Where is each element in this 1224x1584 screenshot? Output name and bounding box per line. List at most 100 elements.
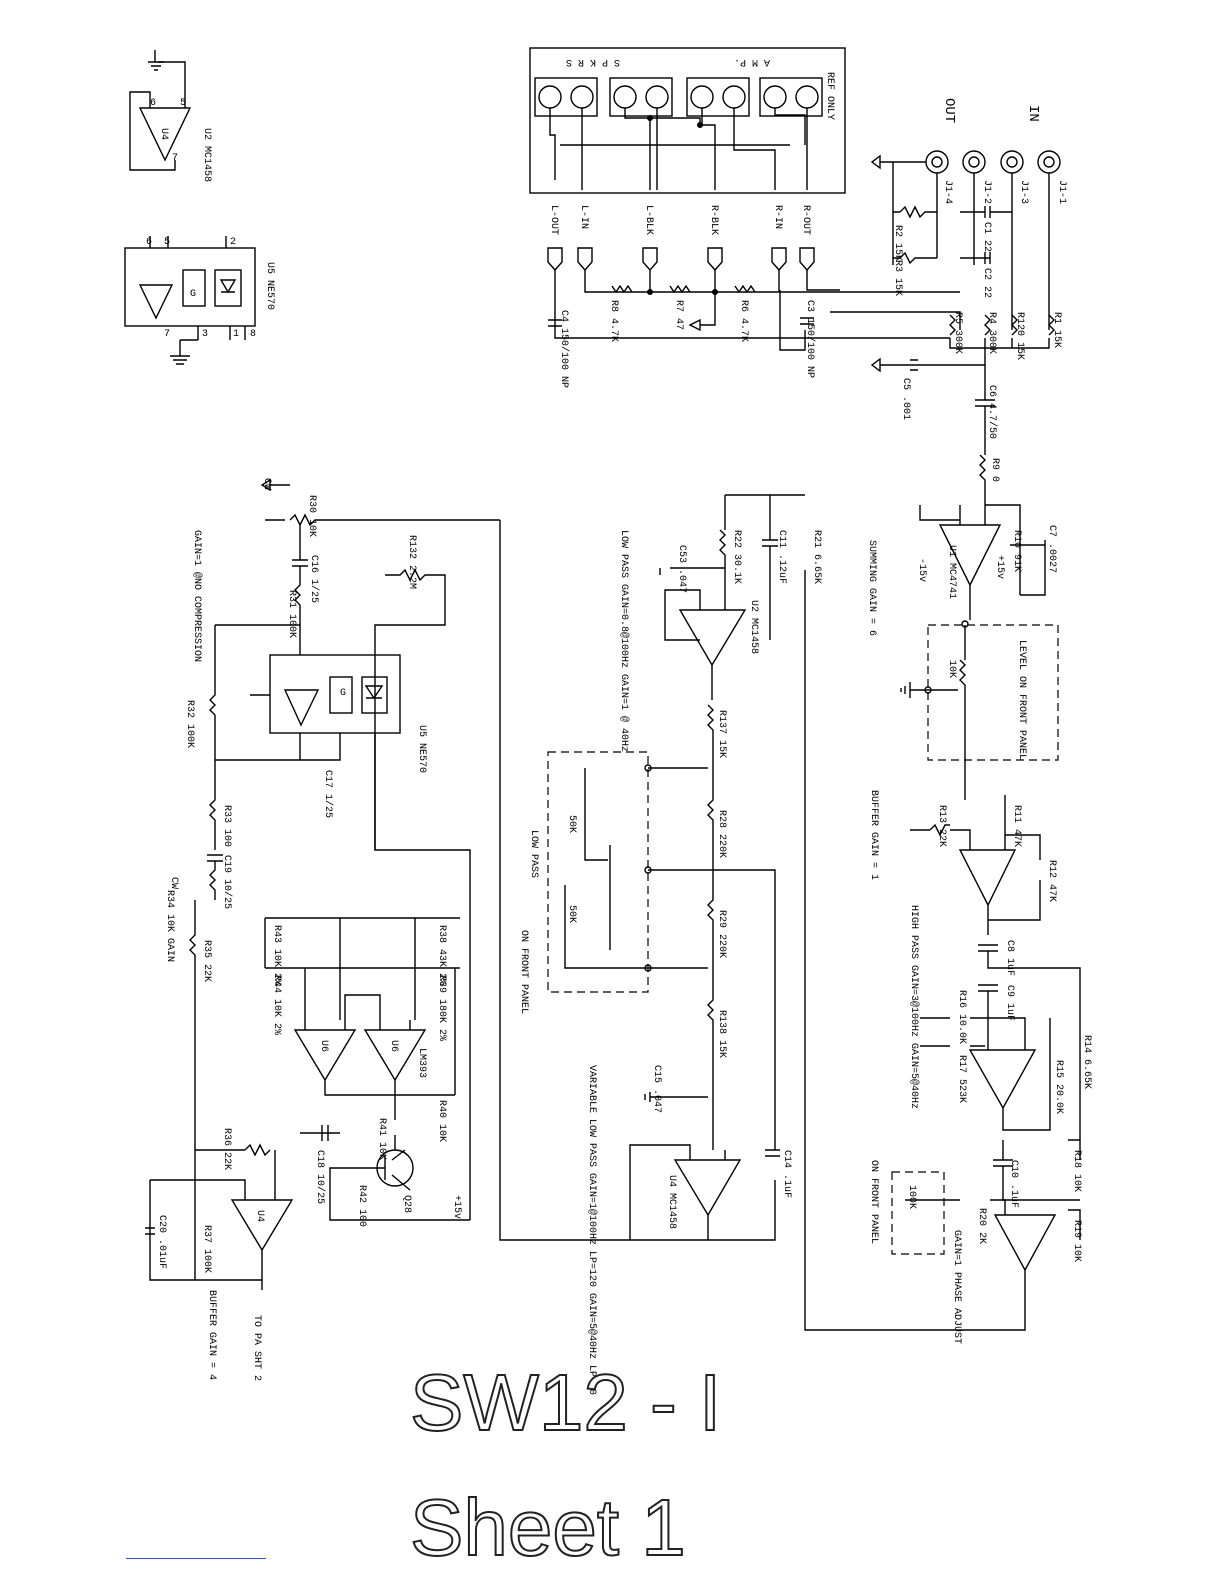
c53-label: C53 .047 xyxy=(676,545,687,593)
c20-label: C20 .01uF xyxy=(156,1215,167,1269)
u2-mid-label: U2 MC1458 xyxy=(748,600,759,654)
lp-panel-label: LOW PASS xyxy=(528,830,539,878)
u1-sum-label: U1 MC4741 xyxy=(946,545,957,599)
out-label: OUT xyxy=(941,98,957,123)
r1-label: R1 15K xyxy=(1051,312,1062,348)
c11-label: C11 .12uF xyxy=(776,530,787,584)
pin-rout: R-OUT xyxy=(800,205,811,235)
r14-label: R14 6.65K xyxy=(1081,1035,1092,1089)
r43-label: R43 10K 2% xyxy=(271,925,282,985)
r38-label: R38 43K 2% xyxy=(436,925,447,985)
c17-label: C17 1/25 xyxy=(322,770,334,818)
svg-text:5: 5 xyxy=(164,237,170,248)
pin-rin: R-IN xyxy=(772,205,783,229)
r40-label: R40 10K xyxy=(436,1100,447,1142)
phase-panel-label: ON FRONT PANEL xyxy=(868,1160,879,1244)
u5-mid-label: U5 NE570 xyxy=(416,725,427,773)
r30-label: R30 10K xyxy=(306,495,317,537)
u6b-label: U6 xyxy=(388,1040,399,1052)
c2-label: C2 22 xyxy=(981,268,992,298)
level-label: LEVEL ON FRONT PANEL xyxy=(1016,640,1027,760)
q28-label: Q28 xyxy=(401,1195,412,1213)
u4-out-label: U4 xyxy=(254,1210,265,1222)
svg-text:3: 3 xyxy=(202,329,208,340)
u4-small-label: U4 xyxy=(158,128,169,140)
c1-label: C1 22 xyxy=(981,222,992,252)
c7-label: C7 .0027 xyxy=(1046,525,1057,573)
high-pass-filter: HIGH PASS GAIN=3@100Hz GAIN=5@40Hz C8 1u… xyxy=(908,905,1092,1140)
r3-label: R3 15K xyxy=(892,260,903,296)
pot50b-label: 50K xyxy=(566,905,577,923)
connector-pins: L-OUT L-IN L-BLK R-BLK R-IN R-OUT R8 4.7… xyxy=(547,205,961,388)
r41-label: R41 10K xyxy=(376,1118,387,1160)
j13-label: J1-3 xyxy=(1018,180,1029,204)
j11-label: J1-1 xyxy=(1056,180,1067,204)
buffer4-label: BUFFER GAIN = 4 xyxy=(206,1290,217,1380)
speaker-amp-connector: REF ONLY A M P. S P K R S xyxy=(529,47,846,194)
u2-label: U2 MC1458 xyxy=(201,128,212,182)
spkrs-label: S P K R S xyxy=(566,56,620,67)
r138-label: R138 15K xyxy=(716,1010,727,1058)
r32-label: R32 100K xyxy=(184,700,195,748)
r120-label: R120 15K xyxy=(1014,312,1025,360)
level-panel: LEVEL ON FRONT PANEL 10K xyxy=(900,620,1059,800)
r6-label: R6 4.7K xyxy=(738,300,749,342)
c16-label: C16 1/25 xyxy=(308,555,320,603)
r11-label: R11 47K xyxy=(1011,805,1022,847)
r33-label: R33 100 xyxy=(221,805,232,847)
r36-label: R36 22K xyxy=(221,1128,232,1170)
svg-text:1: 1 xyxy=(233,329,239,340)
gain-note-label: GAIN=1 @NO COMPRESSION xyxy=(191,530,203,662)
pin-lout: L-OUT xyxy=(548,205,559,235)
level-pot-label: 10K xyxy=(946,660,957,678)
lowpass1-label: LOW PASS GAIN=0.8@100Hz GAIN=1 @ 40Hz xyxy=(618,530,630,752)
input-jacks: IN OUT J1-1 J1-3 J1-2 J1-4 R2 15K R3 15K… xyxy=(870,98,1067,505)
cw-top-label: CW xyxy=(261,478,272,490)
output-buffer: R36 22K R37 100K C20 .01uF U4 BUFFER GAI… xyxy=(145,1128,294,1381)
summing-amp: U1 MC4741 R10 91K C7 .0027 SUMMING GAIN … xyxy=(866,504,1057,636)
r16-label: R16 10.0K xyxy=(956,990,967,1044)
r17-label: R17 523K xyxy=(956,1055,967,1103)
r18-label: R18 10K xyxy=(1071,1150,1082,1192)
phase-adjust: C10 .1uF R18 10K R19 10K R20 2K GAIN=1 P… xyxy=(804,570,1082,1344)
svg-text:7: 7 xyxy=(172,153,178,164)
buffer-amp: BUFFER GAIN = 1 R13 22K R11 47K R12 47K xyxy=(868,790,1057,935)
summing-label: SUMMING GAIN = 6 xyxy=(866,540,877,636)
r31-label: R31 100K xyxy=(286,590,297,638)
v15-left-label: +15v xyxy=(451,1195,462,1219)
svg-text:6: 6 xyxy=(146,237,152,248)
r21-label: R21 6.65K xyxy=(811,530,822,584)
u6a-label: U6 xyxy=(318,1040,329,1052)
svg-text:6: 6 xyxy=(150,98,156,109)
pin-rblk: R-BLK xyxy=(708,205,719,235)
highpass-label: HIGH PASS GAIN=3@100Hz GAIN=5@40Hz xyxy=(908,905,920,1109)
j12-label: J1-2 xyxy=(981,180,992,204)
r20-label: R20 2K xyxy=(976,1208,987,1244)
r15-label: R15 20.0K xyxy=(1053,1060,1064,1114)
r28-label: R28 220K xyxy=(716,810,727,858)
phase-pot-label: 100K xyxy=(906,1185,917,1209)
u5-top-label: U5 NE570 xyxy=(264,262,275,310)
c10-label: C10 .1uF xyxy=(1008,1160,1019,1208)
vlp-label: VARIABLE LOW PASS GAIN=1@100Hz LP=120 GA… xyxy=(586,1065,598,1395)
pot50a-label: 50K xyxy=(566,815,577,833)
vm15-sum: -15v xyxy=(916,558,927,582)
r132-label: R132 2.2M xyxy=(406,535,417,589)
svg-text:G: G xyxy=(340,688,346,699)
r42-label: R42 100 xyxy=(356,1185,367,1227)
r35-label: R35 22K xyxy=(201,940,212,982)
r7-label: R7 47 xyxy=(673,300,684,330)
r5-label: R5 300K xyxy=(952,312,963,354)
low-pass-filter: LOW PASS GAIN=0.8@100Hz GAIN=1 @ 40Hz C5… xyxy=(499,494,822,1395)
r29-label: R29 220K xyxy=(716,910,727,958)
c8-label: C8 1uF xyxy=(1004,940,1015,976)
c15-label: C15 .047 xyxy=(651,1065,662,1113)
r19-label: R19 10K xyxy=(1071,1220,1082,1262)
sheet-title-line2: Sheet 1 xyxy=(410,1483,686,1572)
r8-label: R8 4.7K xyxy=(608,300,619,342)
in-label: IN xyxy=(1025,105,1041,122)
ref-only-label: REF ONLY xyxy=(824,72,835,120)
